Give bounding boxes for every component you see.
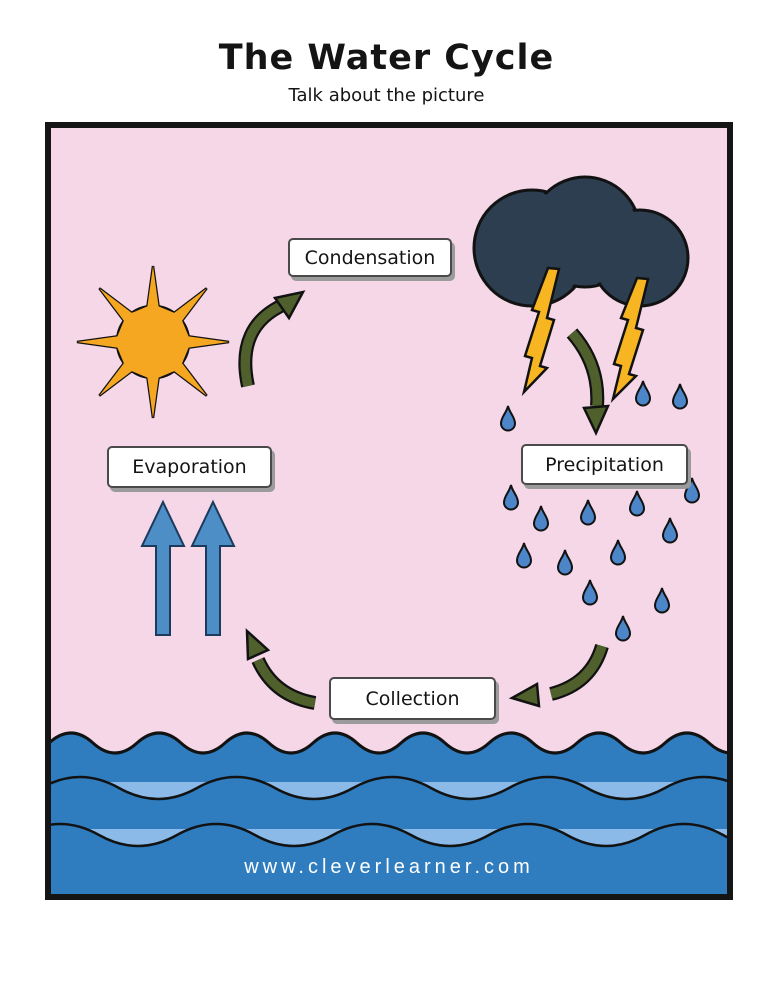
raindrop-icon: [635, 380, 651, 407]
page-title: The Water Cycle: [218, 38, 555, 78]
raindrop-icon: [615, 615, 631, 642]
raindrop-icon: [503, 484, 519, 511]
raindrop-icon: [662, 517, 678, 544]
label-precipitation: Precipitation: [521, 444, 688, 485]
curved-arrow-to-condensation: [238, 290, 306, 388]
raindrop-icon: [580, 499, 596, 526]
diagram-frame: Condensation Precipitation Evaporation C…: [45, 122, 733, 900]
lightning-bolt-icon: [521, 266, 561, 397]
label-evaporation: Evaporation: [107, 446, 272, 488]
raindrop-icon: [533, 505, 549, 532]
raindrop-icon: [629, 490, 645, 517]
storm-cloud-icon: [472, 175, 690, 308]
raindrop-icon: [672, 383, 688, 410]
raindrop-icon: [557, 549, 573, 576]
label-condensation: Condensation: [288, 238, 452, 277]
curved-arrow-to-collection: [508, 643, 609, 708]
curved-arrow-to-evaporation: [245, 628, 317, 710]
label-collection: Collection: [329, 677, 496, 720]
water-cycle-scene: [51, 175, 727, 894]
page-subtitle: Talk about the picture: [288, 85, 485, 106]
evaporation-arrows: [140, 499, 236, 636]
website-watermark: www.cleverlearner.com: [244, 856, 534, 878]
up-arrow-icon: [140, 499, 186, 636]
raindrop-icon: [654, 587, 670, 614]
up-arrow-icon: [190, 499, 236, 636]
raindrop-icon: [516, 542, 532, 569]
raindrop-icon: [582, 579, 598, 606]
curved-arrow-to-precipitation: [566, 328, 610, 436]
lightning-bolt-icon: [610, 276, 650, 404]
water-waves: [51, 731, 727, 894]
raindrop-icon: [500, 405, 516, 432]
sun-icon: [76, 265, 230, 419]
raindrop-icon: [610, 539, 626, 566]
